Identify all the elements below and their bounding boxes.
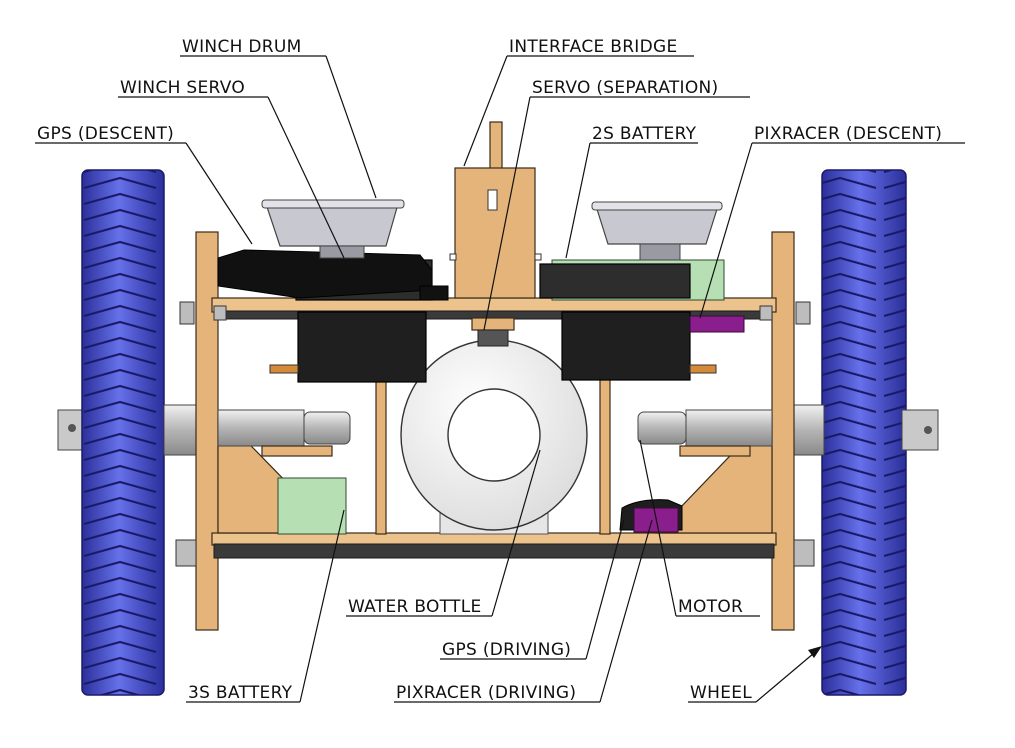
label-pixracer-descent: PIXRACER (DESCENT) <box>754 124 942 144</box>
wheel-arrowhead <box>808 646 822 658</box>
servo-separation-leader <box>483 96 531 331</box>
right-motor-mount <box>679 445 751 457</box>
sep-servo-tab <box>689 364 717 374</box>
gps-descent-tab <box>419 285 449 301</box>
winch-servo-lower <box>297 311 427 383</box>
3s-battery <box>277 477 347 535</box>
bridge-body <box>454 167 536 299</box>
bolt-bottom-right <box>793 539 815 567</box>
label-pixracer-driving: PIXRACER (DRIVING) <box>396 683 576 703</box>
2s-battery-leader <box>565 142 591 259</box>
bolt-top-left <box>179 301 195 325</box>
winch-servo-tab <box>269 364 299 374</box>
label-3s-battery: 3S BATTERY <box>188 683 293 703</box>
label-winch-servo: WINCH SERVO <box>120 78 245 98</box>
bottom-deck <box>211 532 777 546</box>
bridge-slot <box>487 189 498 211</box>
pixracer-descent-leader <box>699 142 753 319</box>
label-2s-battery: 2S BATTERY <box>592 124 697 144</box>
bottle-cap-ring <box>447 388 541 482</box>
right-axle-hub <box>901 409 939 451</box>
callout-labels: WINCH DRUM WINCH SERVO GPS (DESCENT) INT… <box>37 37 942 703</box>
left-motor-mount <box>261 445 333 457</box>
label-gps-driving: GPS (DRIVING) <box>442 640 571 660</box>
bottom-deck-foam <box>213 543 775 559</box>
right-axle-hole <box>924 426 932 434</box>
water-bottle-leader <box>491 449 541 617</box>
wheel-leader <box>755 647 821 703</box>
left-motor-gearbox <box>217 409 305 447</box>
right-motor-can <box>637 411 687 445</box>
winch-drum-hub <box>319 245 365 259</box>
winch-drum-leader <box>325 55 377 199</box>
left-wheel <box>57 169 165 696</box>
left-side-plate <box>195 231 219 631</box>
bridge-pin <box>489 121 503 171</box>
right-drum-hub <box>639 243 681 261</box>
right-wheel <box>821 169 939 696</box>
right-side-plate <box>771 231 795 631</box>
sep-servo-upper <box>539 263 691 299</box>
winch-drum <box>261 199 405 259</box>
label-interface-bridge: INTERFACE BRIDGE <box>509 37 678 57</box>
servo-separation <box>539 263 717 381</box>
right-drum-body <box>595 205 719 245</box>
bridge-peg-left <box>449 253 457 261</box>
left-motor <box>217 409 351 457</box>
gps-driving-leader <box>585 519 625 660</box>
pixracer-driving-leader <box>599 519 653 703</box>
label-wheel: WHEEL <box>690 683 752 703</box>
water-bottle <box>400 339 588 535</box>
right-drum-rim <box>591 201 723 211</box>
left-motor-can <box>303 411 351 445</box>
interface-bridge-leader <box>463 55 508 167</box>
winch-servo-leader <box>267 96 345 259</box>
pixracer-descent-board <box>689 315 745 333</box>
sep-servo-lower <box>561 311 691 381</box>
leader-lines <box>35 55 965 703</box>
deck-bolts <box>175 301 815 567</box>
winch-drum-body <box>265 203 399 247</box>
separation-latch <box>477 329 509 347</box>
nut-top-left <box>213 305 227 321</box>
motor-leader <box>639 439 677 617</box>
left-axle-bearing <box>163 404 197 456</box>
right-axle-bearing <box>791 404 825 456</box>
left-tire-tread <box>82 170 164 695</box>
gps-descent-leader <box>185 142 253 245</box>
separation-mount <box>471 317 515 331</box>
label-motor: MOTOR <box>678 597 743 617</box>
3s-battery-leader <box>299 509 345 703</box>
label-gps-descent: GPS (DESCENT) <box>37 124 174 144</box>
right-motor <box>637 409 773 457</box>
right-drum <box>591 201 723 261</box>
right-post <box>599 377 611 535</box>
bridge-peg-right <box>534 253 542 261</box>
pixracer-driving-board <box>633 507 679 533</box>
winch-drum-rim <box>261 199 405 209</box>
label-servo-separation: SERVO (SEPARATION) <box>532 78 718 98</box>
label-water-bottle: WATER BOTTLE <box>348 597 482 617</box>
right-motor-gearbox <box>685 409 773 447</box>
gps-descent-module <box>217 249 433 299</box>
left-post <box>375 377 387 535</box>
right-tire-tread <box>822 170 906 695</box>
nut-top-right <box>759 305 773 321</box>
left-axle-hole <box>68 424 76 432</box>
bolt-top-right <box>795 301 811 325</box>
bolt-bottom-left <box>175 539 197 567</box>
label-winch-drum: WINCH DRUM <box>182 37 302 57</box>
